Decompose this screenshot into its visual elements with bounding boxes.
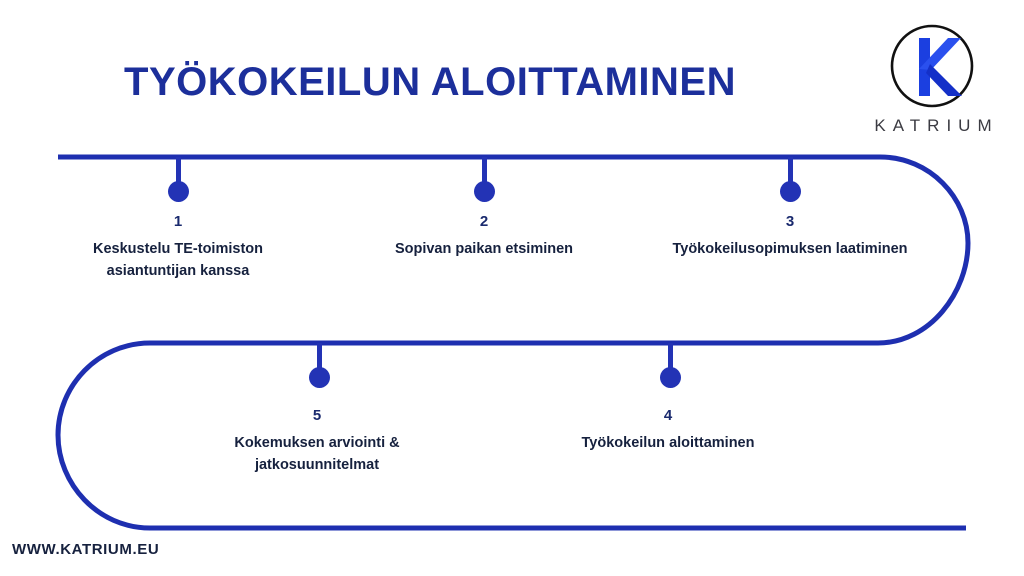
- katrium-k-logo-icon: [890, 24, 974, 108]
- step-1[interactable]: 1 Keskustelu TE-toimiston asiantuntijan …: [48, 213, 308, 282]
- step-1-label: Keskustelu TE-toimiston asiantuntijan ka…: [93, 241, 263, 279]
- marker-stem: [176, 157, 181, 188]
- step-4[interactable]: 4 Työkokeilun aloittaminen: [538, 407, 798, 454]
- marker-dot[interactable]: [660, 367, 681, 388]
- marker-dot[interactable]: [309, 367, 330, 388]
- step-4-label: Työkokeilun aloittaminen: [581, 435, 755, 451]
- marker-stem: [788, 157, 793, 188]
- step-3[interactable]: 3 Työkokeilusopimuksen laatiminen: [660, 213, 920, 260]
- page-title: TYÖKOKEILUN ALOITTAMINEN: [124, 60, 736, 104]
- step-1-number: 1: [173, 213, 183, 230]
- step-4-number: 4: [663, 407, 673, 424]
- step-5-number: 5: [312, 407, 322, 424]
- marker-dot[interactable]: [474, 181, 495, 202]
- marker-dot[interactable]: [780, 181, 801, 202]
- marker-stem: [668, 343, 673, 374]
- brand-wordmark: KATRIUM: [874, 116, 999, 135]
- marker-dot[interactable]: [168, 181, 189, 202]
- step-2-number: 2: [479, 213, 489, 230]
- brand-logo: KATRIUM: [852, 22, 1014, 140]
- marker-stem: [482, 157, 487, 188]
- step-3-number: 3: [785, 213, 795, 230]
- footer-website-url[interactable]: WWW.KATRIUM.EU: [12, 541, 160, 558]
- step-2[interactable]: 2 Sopivan paikan etsiminen: [354, 213, 614, 260]
- step-2-label: Sopivan paikan etsiminen: [394, 241, 574, 257]
- step-5[interactable]: 5 Kokemuksen arviointi & jatkosuunnitelm…: [187, 407, 447, 476]
- step-5-label: Kokemuksen arviointi & jatkosuunnitelmat: [234, 435, 400, 473]
- marker-stem: [317, 343, 322, 374]
- step-3-label: Työkokeilusopimuksen laatiminen: [672, 241, 908, 257]
